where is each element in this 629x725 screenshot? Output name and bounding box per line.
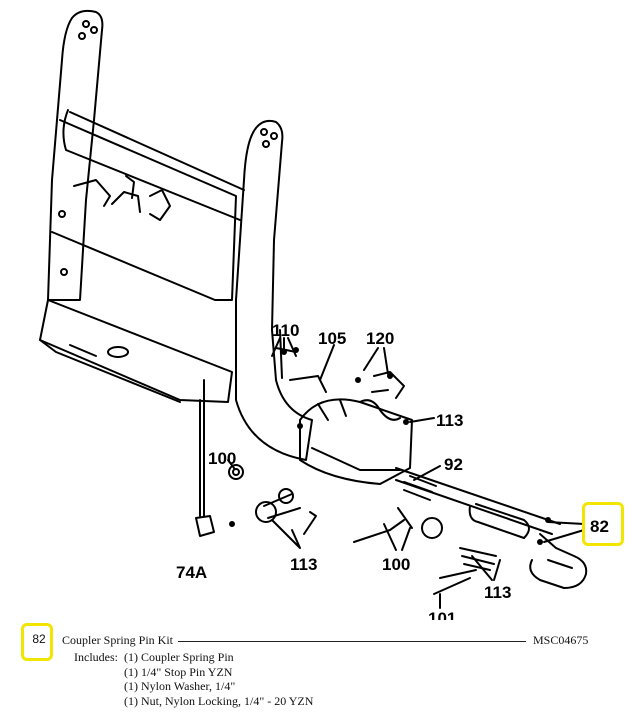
callout-100-left: 100: [208, 449, 236, 468]
coupler-housing: [299, 398, 413, 485]
exploded-parts-diagram: 110 105 120 113 92 100 100 113 113 74A 1…: [39, 9, 609, 620]
callout-101: 101: [428, 609, 456, 620]
includes-item: (1) Coupler Spring Pin: [124, 650, 234, 664]
highlight-callout-82: [582, 502, 624, 546]
leader-rule: [178, 641, 526, 642]
base-plate: [39, 299, 233, 403]
callout-113-upper: 113: [436, 411, 463, 430]
includes-item: (1) Nut, Nylon Locking, 1/4" - 20 YZN: [124, 693, 314, 708]
callout-113-middle: 113: [290, 555, 317, 574]
callout-100-right: 100: [382, 555, 410, 574]
includes-item: (1) Nylon Washer, 1/4": [124, 679, 236, 693]
includes-list: Includes: (1) Coupler Spring Pin (1) 1/4"…: [74, 650, 313, 708]
callout-82: 82: [590, 517, 609, 536]
highlight-parts-item-82: [21, 623, 53, 661]
callout-120: 120: [366, 329, 394, 348]
parts-list-row: 82 Coupler Spring Pin Kit MSC04675: [28, 632, 608, 652]
parts-item-name: Coupler Spring Pin Kit: [62, 633, 174, 647]
left-upright-arm: [47, 9, 104, 301]
right-upright-arm: [235, 119, 313, 461]
back-plate: [51, 119, 237, 301]
callout-92: 92: [444, 455, 463, 474]
parts-item-code: MSC04675: [533, 633, 589, 647]
callout-74a: 74A: [176, 563, 207, 582]
callout-113-lower: 113: [484, 583, 511, 602]
includes-label: Includes:: [74, 650, 118, 664]
parts-item-number: 82: [32, 632, 46, 646]
includes-item: (1) 1/4" Stop Pin YZN: [124, 664, 233, 679]
callout-105: 105: [318, 329, 346, 348]
spring-pin-shaft: [395, 467, 561, 535]
callout-110: 110: [272, 321, 299, 340]
